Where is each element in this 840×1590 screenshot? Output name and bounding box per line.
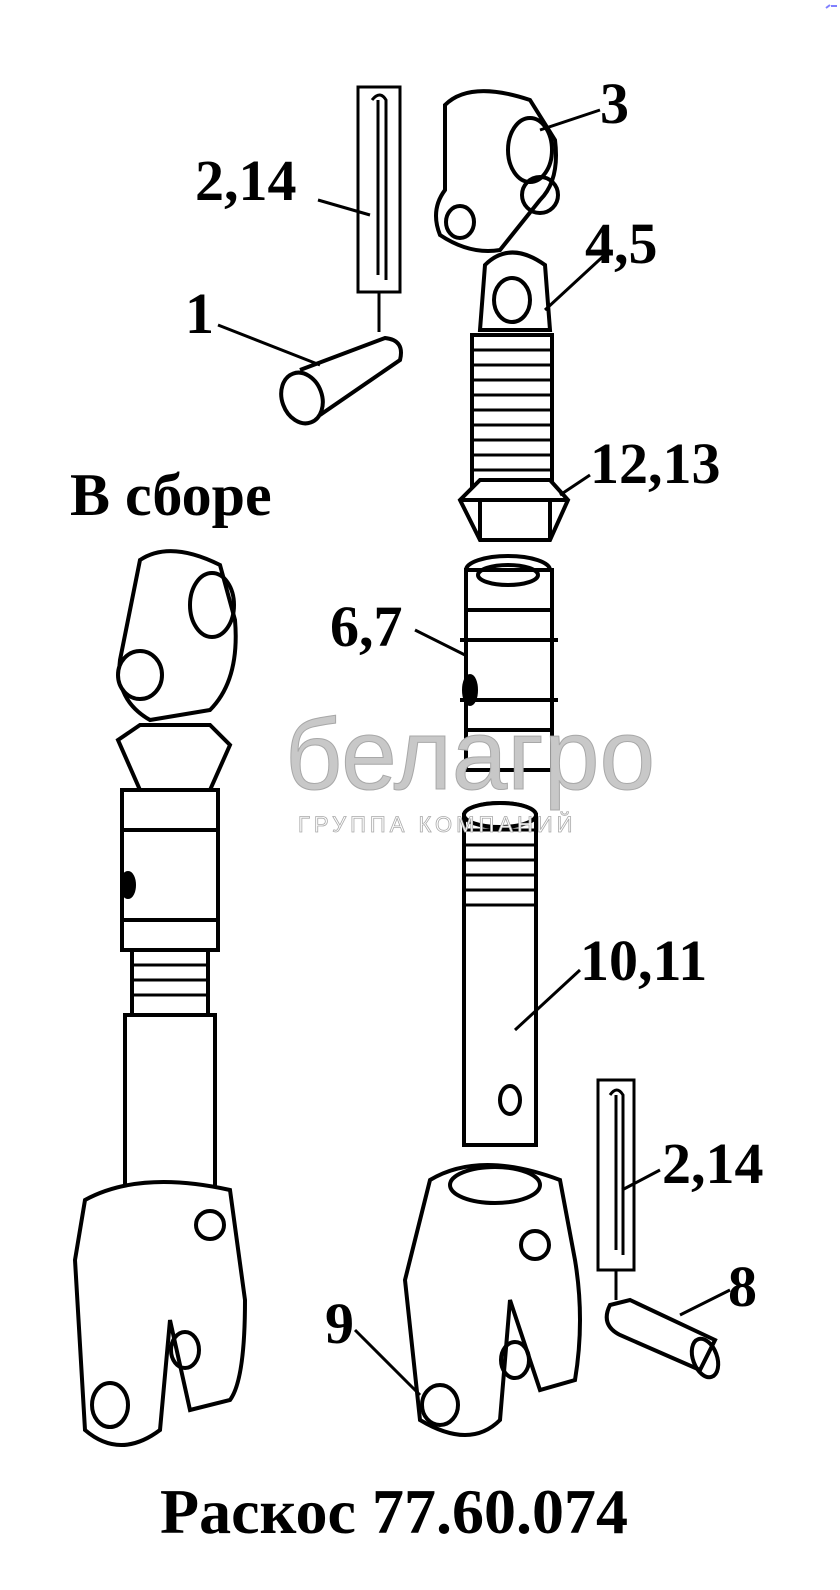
sleeve — [460, 554, 558, 772]
callout-12-13: 12,13 — [590, 431, 721, 496]
screw — [470, 250, 554, 487]
diagram-title: Раскос 77.60.074 — [160, 1476, 628, 1547]
callout-8: 8 — [728, 1254, 757, 1319]
assembled-unit — [72, 549, 248, 1447]
nut — [457, 478, 571, 542]
callout-1: 1 — [185, 281, 214, 346]
callout-6-7: 6,7 — [330, 594, 403, 659]
corner-mark — [825, 4, 837, 9]
callout-3: 3 — [600, 71, 629, 136]
callout-2-14-bottom: 2,14 — [662, 1131, 764, 1196]
callout-9: 9 — [325, 1291, 354, 1356]
watermark-subtitle: ГРУППА КОМПАНИЙ — [298, 812, 577, 838]
pin-bottom — [604, 1297, 721, 1380]
callout-2-14-top: 2,14 — [195, 148, 297, 213]
callout-10-11: 10,11 — [580, 928, 708, 993]
leader-lines — [217, 108, 731, 1397]
pin-top — [279, 335, 403, 426]
watermark-brand: белагро — [284, 699, 656, 811]
assembled-label: В сборе — [70, 462, 272, 528]
tube — [462, 801, 538, 1147]
fork-bottom — [402, 1163, 582, 1437]
cotter-pin-bottom — [596, 1078, 636, 1300]
cotter-pin-top — [356, 85, 402, 332]
fork-top — [434, 89, 560, 253]
callout-4-5: 4,5 — [585, 211, 658, 276]
